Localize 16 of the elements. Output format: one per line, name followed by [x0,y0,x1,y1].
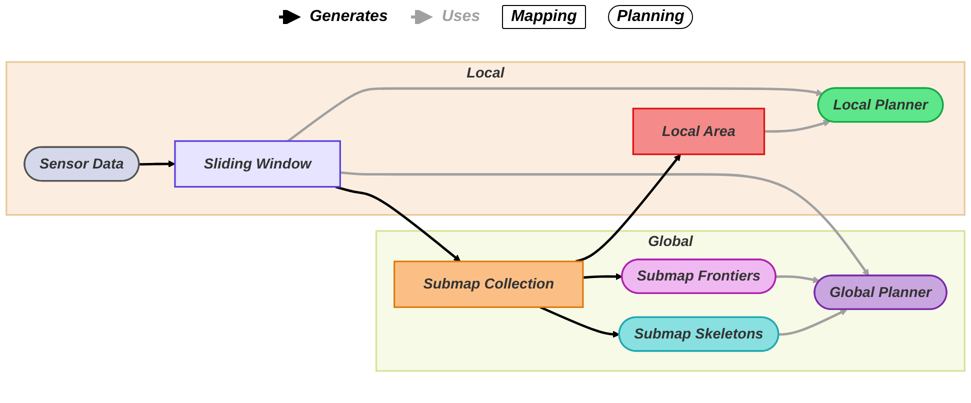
arrow [335,186,461,262]
legend-text: Generates [310,8,388,26]
arrow [764,120,830,133]
arrow [582,273,623,280]
arrow [540,306,620,338]
arrow [575,154,681,263]
legend-text: Uses [442,8,480,26]
arrow [776,275,820,284]
node-box: Sliding Window [174,140,341,188]
node-box: Local Area [632,108,766,156]
arrow [778,309,848,336]
arrow [340,171,870,276]
legend-rectangle: Mapping [502,5,586,29]
arrow [287,87,824,142]
arrow [139,160,176,168]
node-box: Submap Collection [394,260,584,308]
